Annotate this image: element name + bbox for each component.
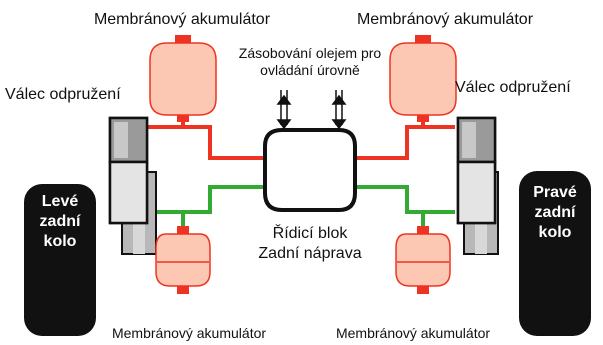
wheel-left-label-line2: zadní — [40, 213, 81, 230]
accumulator-top-left — [149, 35, 217, 122]
left-suspension-strut — [108, 116, 157, 255]
label-accumulator-bottom-right: Membránový akumulátor — [336, 325, 490, 341]
wheel-right-label-line1: Pravé — [533, 184, 577, 201]
label-accumulator-bottom-left: Membránový akumulátor — [112, 325, 266, 341]
wheel-right-label-line3: kolo — [539, 224, 572, 241]
label-accumulator-top-right: Membránový akumulátor — [357, 11, 534, 28]
wheel-left-label-line1: Levé — [42, 193, 79, 210]
right-rear-wheel: Pravé zadní kolo — [519, 171, 591, 336]
wheel-right-label-line2: zadní — [535, 204, 576, 221]
label-strut-left: Válec odpružení — [5, 86, 121, 103]
label-strut-right: Válec odpružení — [455, 79, 571, 96]
label-accumulator-top-left: Membránový akumulátor — [94, 11, 271, 28]
wheel-left-label-line3: kolo — [44, 233, 77, 250]
accumulator-bottom-left — [155, 226, 211, 294]
left-rear-wheel: Levé zadní kolo — [24, 184, 96, 336]
rear-axle-control-block — [263, 128, 357, 212]
label-control-block-line2: Zadní náprava — [258, 245, 361, 262]
label-oil-supply-line1: Zásobování olejem pro — [239, 45, 382, 61]
accumulator-top-right — [389, 35, 457, 122]
accumulator-bottom-right — [395, 226, 451, 294]
low-pressure-lines — [147, 185, 455, 228]
oil-supply-arrows — [276, 90, 347, 130]
right-suspension-strut — [456, 116, 499, 255]
label-control-block-line1: Řídicí blok — [273, 223, 349, 242]
label-oil-supply-line2: ovládání úrovně — [260, 62, 360, 78]
